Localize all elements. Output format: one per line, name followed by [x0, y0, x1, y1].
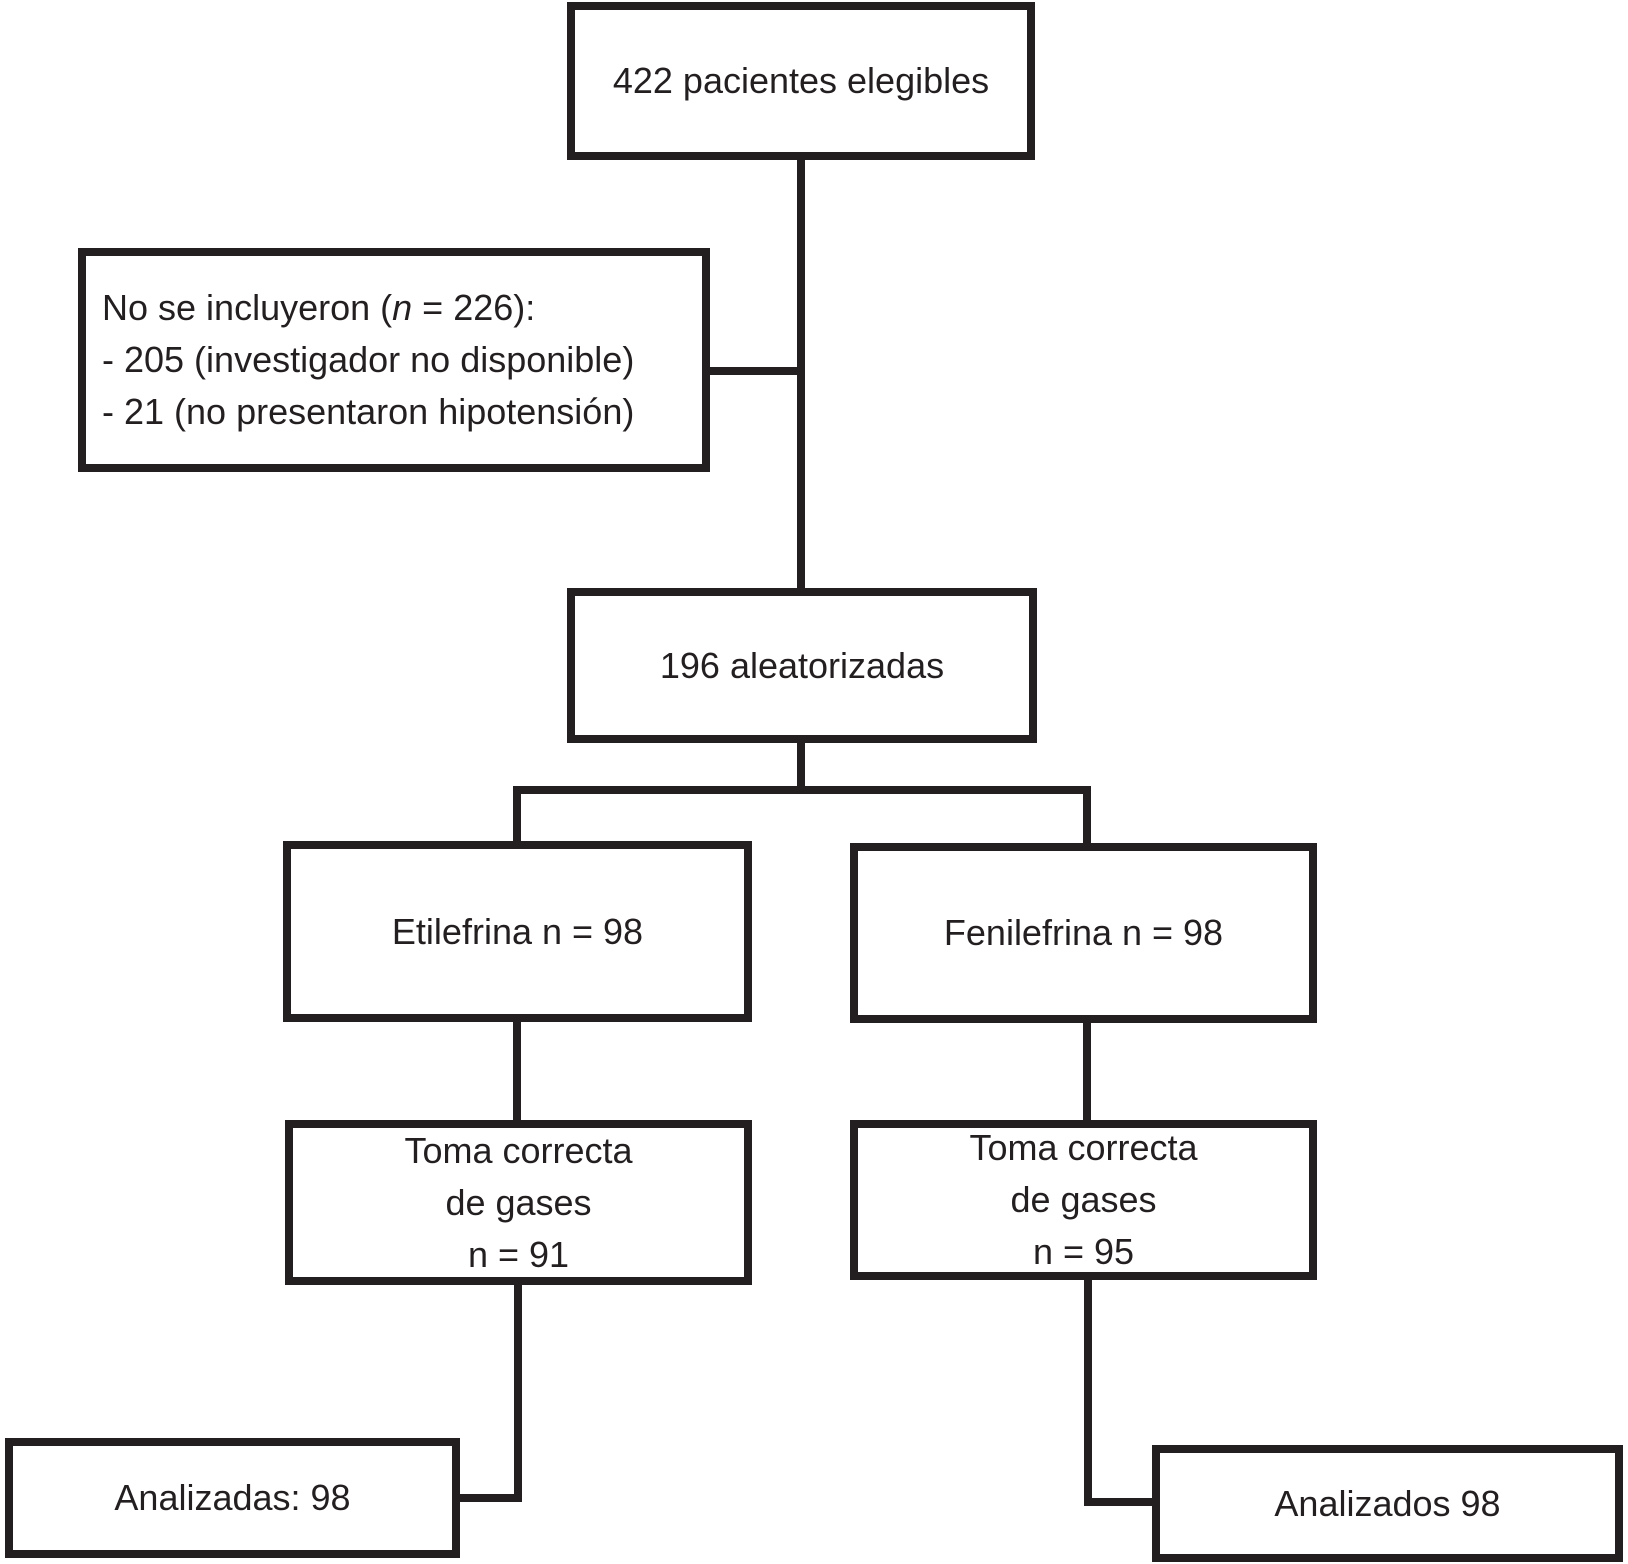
analyzed-right-label: Analizados 98 [1274, 1482, 1501, 1524]
not-included-italic-n: n [392, 287, 413, 328]
randomized-label: 196 aleatorizadas [659, 644, 945, 686]
arm-fenilefrina-label: Fenilefrina n = 98 [943, 912, 1224, 953]
box-eligible-patients: 422 pacientes elegibles [567, 2, 1035, 160]
eligible-patients-label: 422 pacientes elegibles [612, 60, 990, 101]
connector-analyzed-left-elbow [458, 1494, 522, 1502]
connector-eligible-to-randomized [797, 160, 805, 588]
not-included-reason-2: - 21 (no presentaron hipotensión) [102, 391, 635, 432]
gases-etilefrina-line-3: n = 91 [467, 1233, 570, 1275]
connector-analyzed-right-elbow [1084, 1498, 1152, 1506]
box-not-included: No se incluyeron (n = 226): - 205 (inves… [78, 248, 710, 472]
connector-excluded-branch [706, 367, 801, 375]
connector-randomized-stub [797, 743, 805, 790]
connector-gases-right-drop [1084, 1280, 1092, 1506]
gases-fenilefrina-line-1: Toma correcta [969, 1127, 1198, 1168]
box-randomized: 196 aleatorizadas [567, 588, 1037, 743]
not-included-header-post: = 226): [412, 287, 536, 328]
not-included-header: No se incluyeron (n = 226): [102, 282, 535, 334]
box-gases-fenilefrina: Toma correcta de gases n = 95 [850, 1120, 1317, 1280]
connector-branch-left-drop [513, 786, 521, 841]
arm-etilefrina-label: Etilefrina n = 98 [391, 910, 644, 952]
box-gases-etilefrina: Toma correcta de gases n = 91 [285, 1120, 752, 1285]
connector-branch-right-drop [1083, 786, 1091, 843]
box-analyzed-right: Analizados 98 [1152, 1445, 1623, 1562]
box-analyzed-left: Analizadas: 98 [5, 1438, 460, 1558]
connector-gases-left-drop [514, 1285, 522, 1502]
connector-fenilefrina-to-gases [1083, 1023, 1091, 1120]
box-arm-fenilefrina: Fenilefrina n = 98 [850, 843, 1317, 1023]
connector-branch-horizontal [513, 786, 1091, 794]
gases-fenilefrina-line-2: de gases [1010, 1179, 1157, 1220]
gases-etilefrina-line-1: Toma correcta [404, 1129, 633, 1171]
gases-etilefrina-line-2: de gases [445, 1181, 592, 1223]
connector-etilefrina-to-gases [513, 1022, 521, 1120]
not-included-reason-1: - 205 (investigador no disponible) [102, 339, 635, 380]
box-arm-etilefrina: Etilefrina n = 98 [283, 841, 752, 1022]
gases-fenilefrina-line-3: n = 95 [1032, 1231, 1135, 1272]
analyzed-left-label: Analizadas: 98 [114, 1477, 351, 1518]
not-included-header-pre: No se incluyeron ( [102, 287, 393, 328]
